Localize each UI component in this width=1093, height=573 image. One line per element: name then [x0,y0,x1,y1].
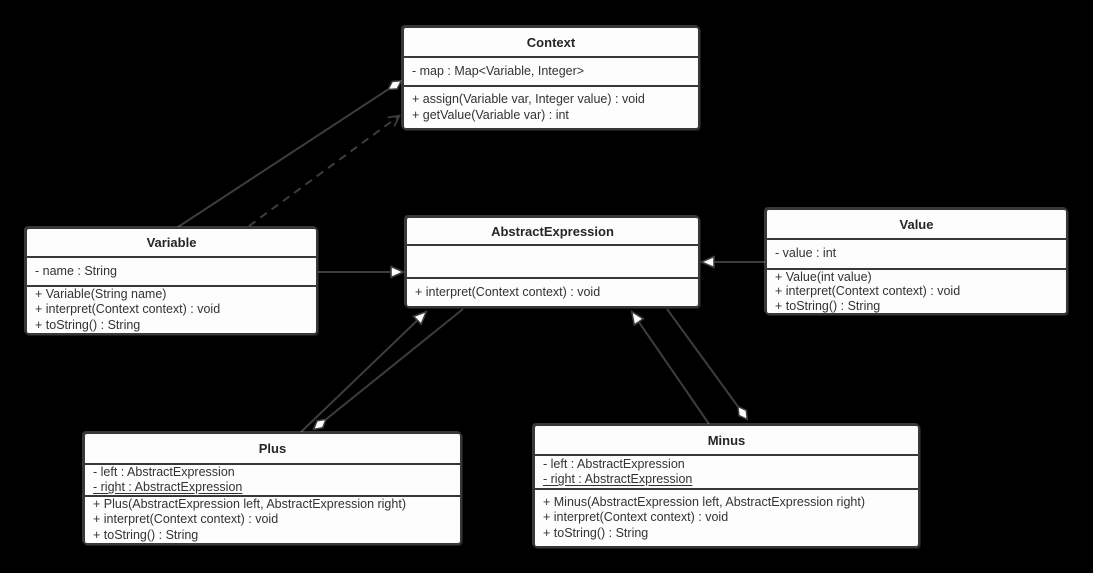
attributes-compartment: - left : AbstractExpression- right : Abs… [85,463,460,495]
attribute-row: - right : AbstractExpression [543,472,693,486]
edge-plus-extends-abstractexpression[interactable] [300,312,426,433]
methods-compartment: + Minus(AbstractExpression left, Abstrac… [535,488,918,546]
class-title: Plus [258,441,287,456]
method-row: + toString() : String [93,527,199,542]
attributes-compartment: - left : AbstractExpression- right : Abs… [535,454,918,488]
edge-minus-extends-abstractexpression[interactable] [632,312,710,425]
method-row: + getValue(Variable var) : int [412,107,569,122]
attribute-row: - left : AbstractExpression [93,465,235,479]
attributes-compartment: - value : int [767,238,1066,268]
class-box-minus[interactable]: Minus - left : AbstractExpression- right … [533,424,920,548]
attribute-row: - value : int [775,246,837,261]
class-box-abstract-expression[interactable]: AbstractExpression + interpret(Context co… [405,216,700,308]
attribute-row: - right : AbstractExpression [93,480,243,494]
class-title: Variable [146,235,197,250]
attributes-compartment: - map : Map<Variable, Integer> [404,56,698,85]
class-box-context[interactable]: Context - map : Map<Variable, Integer> + a… [402,26,700,130]
class-title: AbstractExpression [491,223,614,239]
method-row: + interpret(Context context) : void [415,284,601,299]
class-box-plus[interactable]: Plus - left : AbstractExpression- right :… [83,432,462,545]
class-title: Context [526,34,576,50]
methods-compartment: + assign(Variable var, Integer value) : … [404,85,698,128]
method-row: + assign(Variable var, Integer value) : … [412,92,645,106]
edge-plus-aggregates-abstractexpression[interactable] [314,308,464,429]
method-row: + Plus(AbstractExpression left, Abstract… [93,497,406,511]
method-row: + interpret(Context context) : void [35,302,221,317]
class-box-variable[interactable]: Variable - name : String + Variable(String… [25,227,318,335]
class-title: Minus [707,432,746,448]
attribute-row: - left : AbstractExpression [543,456,685,471]
method-row: + Minus(AbstractExpression left, Abstrac… [543,494,866,509]
method-row: + interpret(Context context) : void [93,512,279,527]
edge-variable-depends-on-context[interactable] [248,116,399,227]
methods-compartment: + Value(int value)+ interpret(Context co… [767,268,1066,313]
attribute-row: - name : String [35,263,117,278]
edge-variable-aggregated-into-context[interactable] [177,81,401,228]
attributes-compartment [407,244,698,277]
methods-compartment: + Plus(AbstractExpression left, Abstract… [85,495,460,543]
method-row: + Variable(String name) [35,287,167,301]
attribute-row: - map : Map<Variable, Integer> [412,63,585,78]
method-row: + toString() : String [775,298,881,313]
methods-compartment: + Variable(String name)+ interpret(Conte… [27,285,316,333]
attributes-compartment: - name : String [27,256,316,285]
edge-minus-aggregates-abstractexpression[interactable] [666,308,747,419]
method-row: + interpret(Context context) : void [775,284,961,299]
method-row: + interpret(Context context) : void [543,510,729,525]
method-row: + toString() : String [543,525,649,540]
class-box-value[interactable]: Value - value : int + Value(int value)+ in… [765,208,1068,315]
method-row: + Value(int value) [775,270,872,284]
methods-compartment: + interpret(Context context) : void [407,277,698,306]
class-title: Value [899,216,934,232]
method-row: + toString() : String [35,317,141,332]
